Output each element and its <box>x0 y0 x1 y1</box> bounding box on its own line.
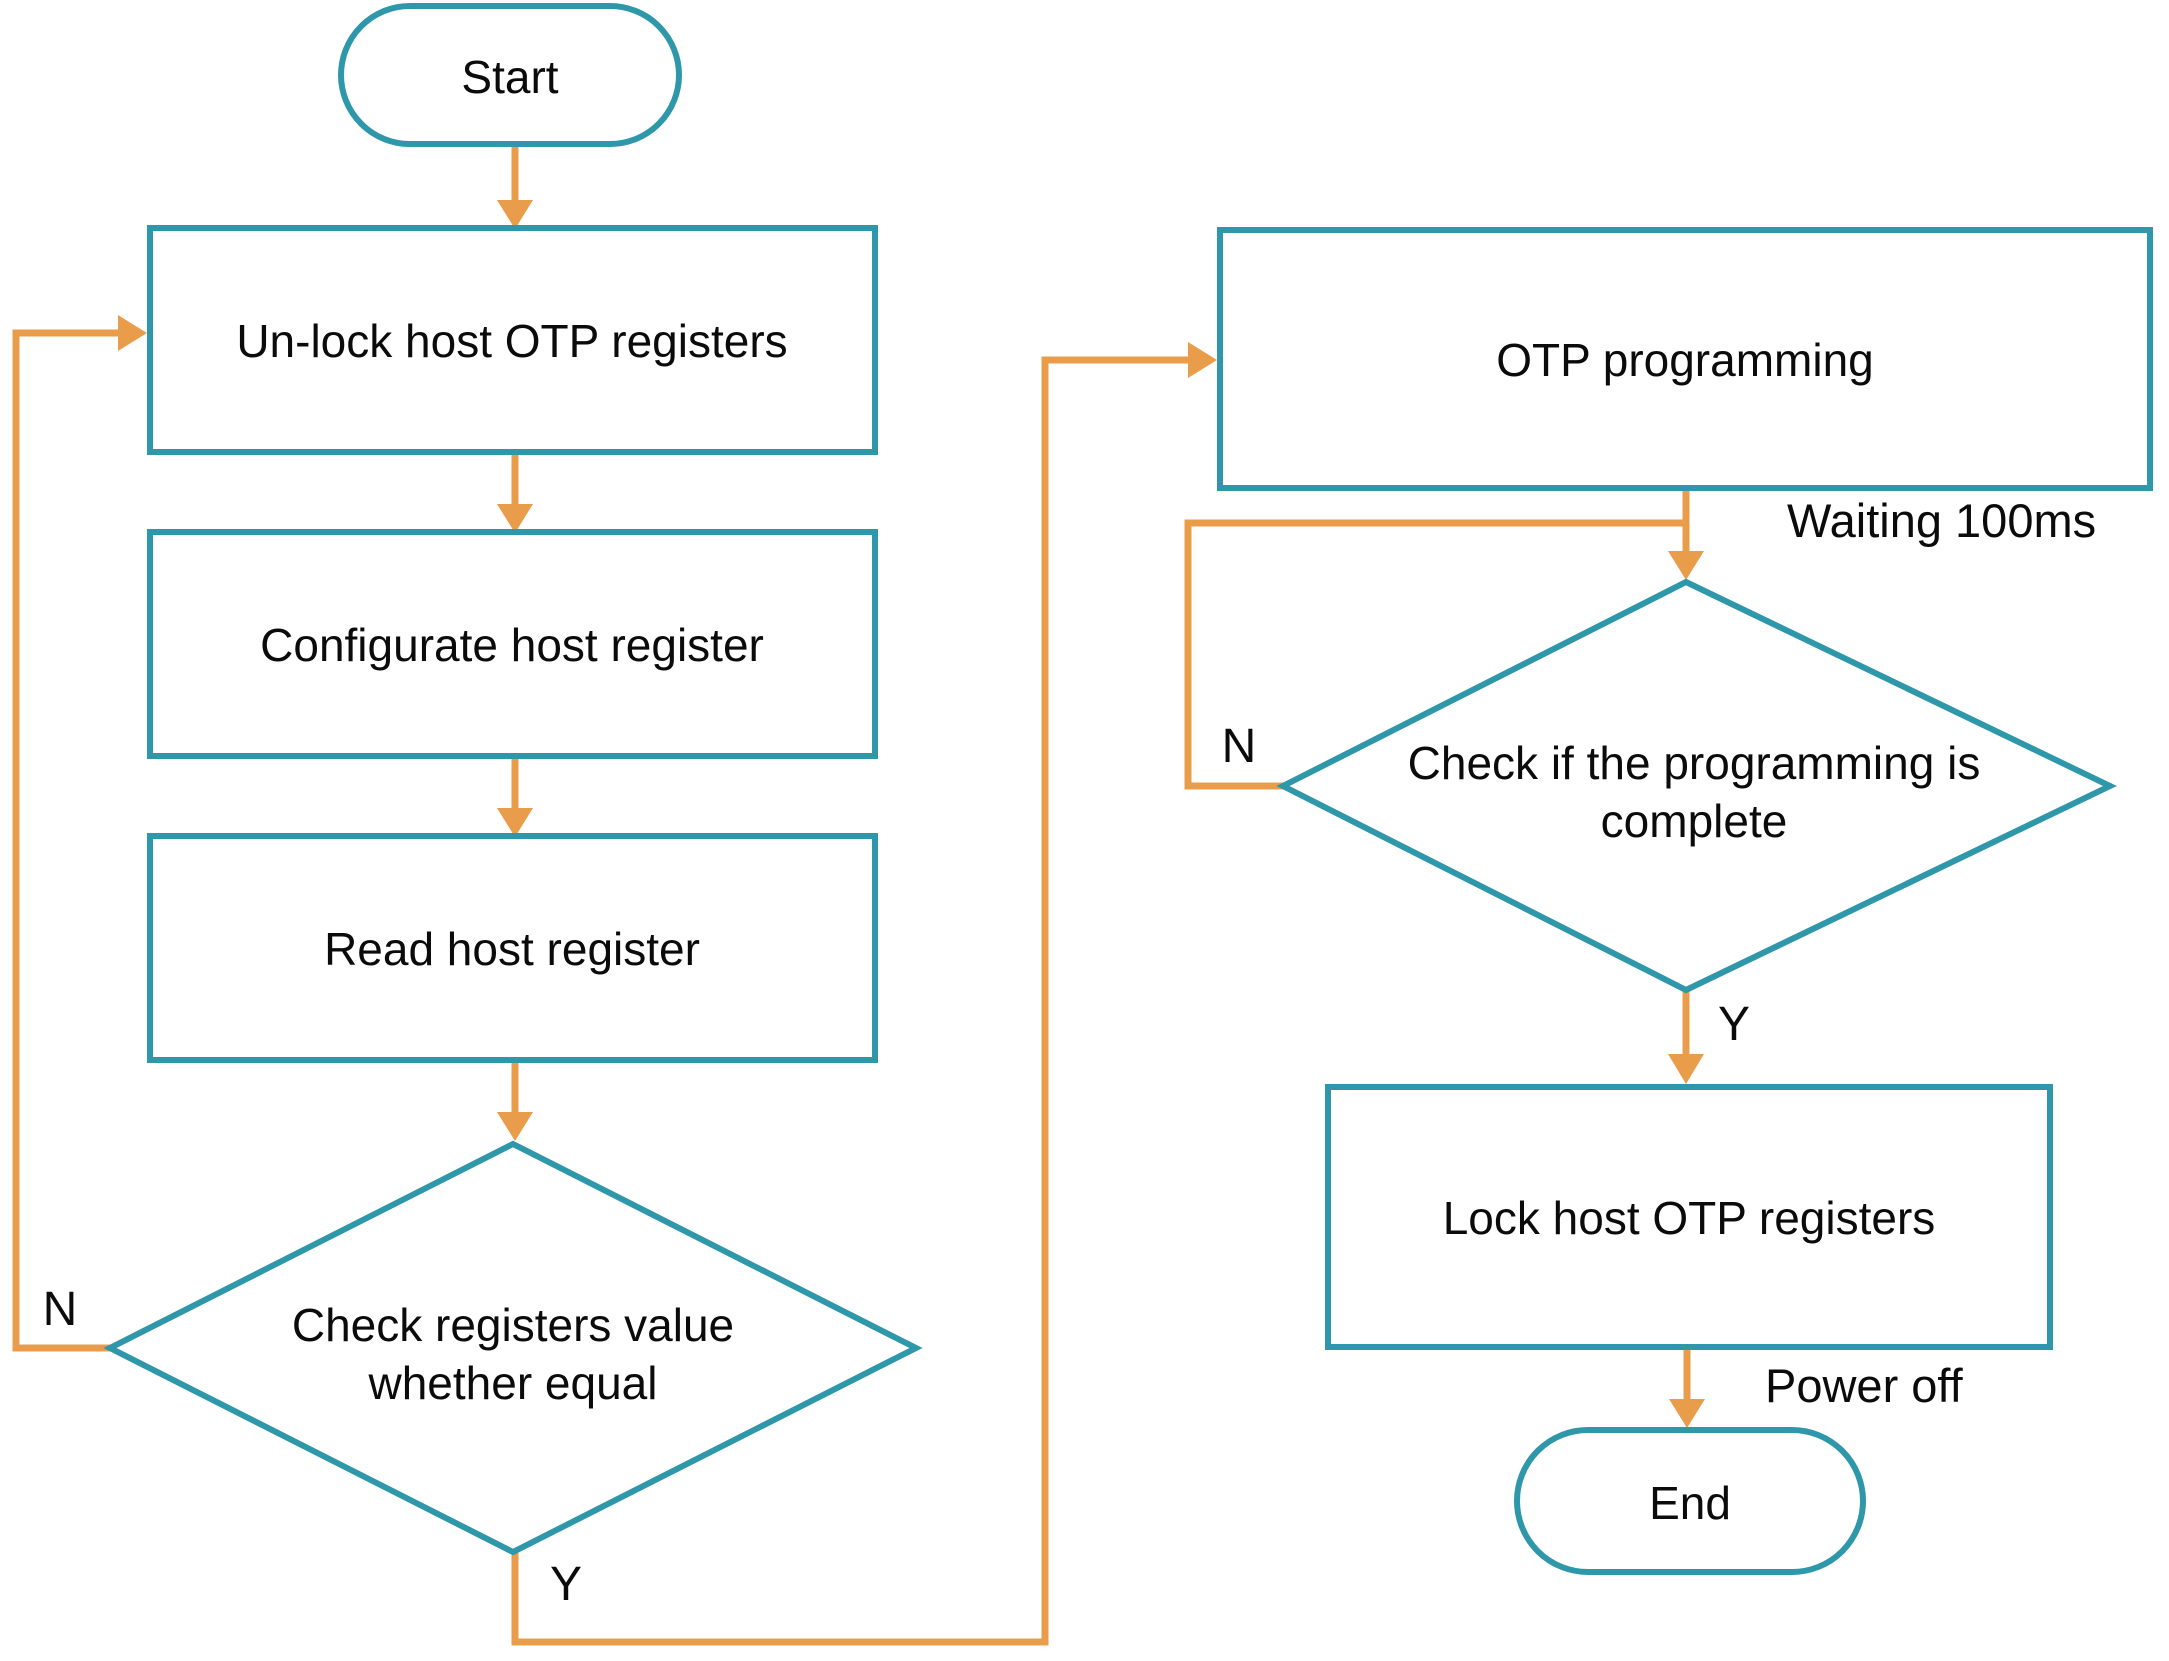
node-unlock <box>147 225 878 455</box>
arrowhead-configurate-to-read <box>497 808 533 837</box>
node-start-label: Start <box>461 51 558 103</box>
node-otp-programming-label: OTP programming <box>1496 334 1874 386</box>
node-check-complete <box>1276 578 2117 994</box>
node-check-complete-label-line2: complete <box>1601 795 1788 847</box>
node-check-equal <box>103 1140 923 1556</box>
edge-check-complete-no-loop <box>1184 519 1683 790</box>
edge-label-check-complete-yes: Y <box>1718 998 1750 1051</box>
arrowhead-start-to-unlock <box>497 200 533 229</box>
node-read <box>147 833 878 1063</box>
edge-label-check-equal-no: N <box>43 1283 78 1336</box>
edge-check-equal-no-loop <box>12 329 120 1352</box>
node-read-label: Read host register <box>324 923 700 975</box>
arrowhead-check-complete-yes <box>1668 1054 1704 1084</box>
node-unlock-label: Un-lock host OTP registers <box>236 315 787 367</box>
arrowhead-unlock-to-configurate <box>497 504 533 533</box>
node-configurate-label: Configurate host register <box>260 619 764 671</box>
node-check-equal-label-line1: Check registers value <box>292 1299 734 1351</box>
arrowhead-check-equal-no-loop <box>118 315 147 351</box>
edge-label-waiting: Waiting 100ms <box>1787 494 2096 547</box>
node-end-label: End <box>1649 1477 1731 1529</box>
arrowhead-otp-to-check-complete <box>1668 551 1704 580</box>
node-otp-programming <box>1217 227 2153 491</box>
arrowhead-lock-to-end <box>1669 1399 1705 1428</box>
node-start <box>338 3 682 147</box>
edge-label-power-off: Power off <box>1765 1359 1964 1412</box>
node-check-equal-label-line2: whether equal <box>368 1357 658 1409</box>
node-lock <box>1325 1084 2053 1350</box>
edge-label-check-equal-yes: Y <box>550 1558 582 1611</box>
arrowhead-check-equal-yes <box>1188 342 1217 378</box>
arrowhead-read-to-check-equal <box>497 1112 533 1141</box>
node-lock-label: Lock host OTP registers <box>1443 1192 1936 1244</box>
node-end <box>1514 1427 1866 1575</box>
edge-check-equal-yes <box>511 356 1190 1646</box>
edge-label-check-complete-no: N <box>1222 720 1257 773</box>
node-configurate <box>147 529 878 759</box>
node-check-complete-label-line1: Check if the programming is <box>1408 737 1981 789</box>
